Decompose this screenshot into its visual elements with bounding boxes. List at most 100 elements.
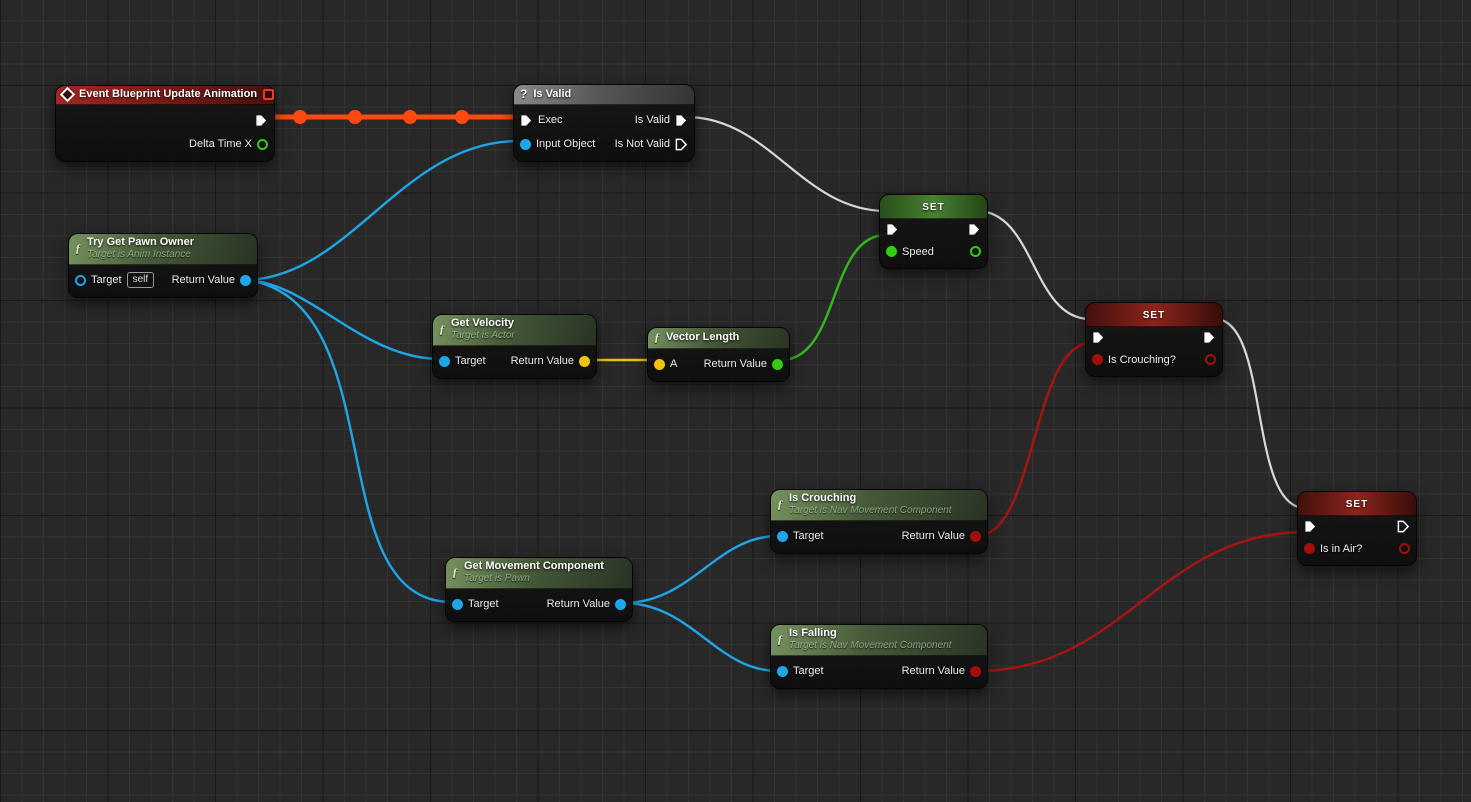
- pin-target[interactable]: Target: [439, 355, 486, 367]
- pin-value-out[interactable]: [970, 246, 981, 257]
- object-pin-icon[interactable]: [240, 274, 251, 286]
- bool-pin-icon[interactable]: [1205, 354, 1216, 365]
- pin-return-value[interactable]: Return Value: [902, 665, 981, 677]
- exec-pin-icon[interactable]: [886, 223, 899, 236]
- node-header[interactable]: ƒ Is Crouching Target is Nav Movement Co…: [771, 490, 987, 521]
- node-is-falling[interactable]: ƒ Is Falling Target is Nav Movement Comp…: [770, 624, 988, 689]
- node-try-get-pawn-owner[interactable]: ƒ Try Get Pawn Owner Target is Anim Inst…: [68, 233, 258, 298]
- event-diamond-icon: [59, 86, 76, 103]
- node-title: Event Blueprint Update Animation: [79, 88, 258, 100]
- pin-is-not-valid-out[interactable]: Is Not Valid: [615, 138, 688, 151]
- node-header[interactable]: ƒ Get Velocity Target is Actor: [433, 315, 596, 346]
- node-title: Get Velocity: [451, 317, 514, 329]
- pin-value-out[interactable]: [1205, 354, 1216, 365]
- pin-is-crouching[interactable]: Is Crouching?: [1092, 354, 1176, 366]
- node-get-velocity[interactable]: ƒ Get Velocity Target is Actor Target Re…: [432, 314, 597, 379]
- exec-pin-icon[interactable]: [675, 114, 688, 127]
- pin-exec-in[interactable]: [1304, 520, 1317, 533]
- exec-pin-icon[interactable]: [1304, 520, 1317, 533]
- object-pin-icon[interactable]: [777, 530, 788, 542]
- float-pin-icon[interactable]: [772, 358, 783, 370]
- node-title: Get Movement Component: [464, 560, 604, 572]
- float-pin-icon[interactable]: [886, 246, 897, 257]
- bool-pin-icon[interactable]: [1304, 543, 1315, 554]
- pin-exec-in[interactable]: [1092, 331, 1105, 344]
- object-pin-icon[interactable]: [520, 138, 531, 150]
- node-header[interactable]: SET: [1086, 303, 1222, 327]
- exec-pin-icon[interactable]: [1092, 331, 1105, 344]
- pin-label: Is in Air?: [1320, 542, 1363, 555]
- pin-label: Return Value: [171, 274, 235, 286]
- node-event-blueprint-update-animation[interactable]: Event Blueprint Update Animation Delta T…: [55, 85, 275, 162]
- pin-return-value[interactable]: Return Value: [547, 598, 626, 610]
- exec-pin-icon[interactable]: [520, 114, 533, 127]
- node-set-is-crouching[interactable]: SET Is Crouching?: [1085, 302, 1223, 377]
- object-pin-icon[interactable]: [452, 598, 463, 610]
- node-header[interactable]: ƒ Try Get Pawn Owner Target is Anim Inst…: [69, 234, 257, 265]
- node-header[interactable]: ƒ Is Falling Target is Nav Movement Comp…: [771, 625, 987, 656]
- exec-pin-icon[interactable]: [675, 138, 688, 151]
- float-pin-icon[interactable]: [257, 138, 268, 150]
- pin-exec-in[interactable]: [886, 223, 899, 236]
- node-header[interactable]: Event Blueprint Update Animation: [56, 86, 275, 105]
- node-is-valid[interactable]: ? Is Valid Exec Is Valid Input Object: [513, 84, 695, 162]
- function-icon: ƒ: [654, 330, 660, 344]
- wire-exec-setspeed-setcrouch: [976, 209, 1091, 321]
- pin-target[interactable]: Target: [777, 530, 824, 542]
- object-pin-icon[interactable]: [615, 598, 626, 610]
- node-title: SET: [922, 202, 945, 213]
- pin-exec-out[interactable]: [1203, 331, 1216, 344]
- pin-return-value[interactable]: Return Value: [172, 274, 251, 286]
- exec-pin-icon[interactable]: [968, 223, 981, 236]
- node-get-movement-component[interactable]: ƒ Get Movement Component Target is Pawn …: [445, 557, 633, 622]
- pin-speed[interactable]: Speed: [886, 246, 934, 258]
- function-icon: ƒ: [777, 632, 783, 646]
- node-vector-length[interactable]: ƒ Vector Length A Return Value: [647, 327, 790, 382]
- node-set-speed[interactable]: SET Speed: [879, 194, 988, 269]
- pin-value-out[interactable]: [1399, 543, 1410, 554]
- object-pin-icon[interactable]: [439, 355, 450, 367]
- object-pin-icon[interactable]: [777, 665, 788, 677]
- node-is-crouching[interactable]: ƒ Is Crouching Target is Nav Movement Co…: [770, 489, 988, 554]
- pin-exec-out[interactable]: [968, 223, 981, 236]
- self-default-value[interactable]: self: [126, 272, 155, 288]
- node-title: SET: [1345, 499, 1369, 510]
- node-header[interactable]: SET: [880, 195, 987, 219]
- pin-return-value[interactable]: Return Value: [511, 355, 590, 367]
- node-set-is-in-air[interactable]: SET Is in Air?: [1297, 491, 1417, 566]
- pin-exec-out[interactable]: [1397, 520, 1410, 533]
- pin-target[interactable]: Target self: [75, 272, 155, 288]
- exec-pin-icon[interactable]: [255, 114, 268, 127]
- pin-exec-in[interactable]: Exec: [520, 114, 562, 127]
- bool-pin-icon[interactable]: [1092, 354, 1103, 365]
- pin-return-value[interactable]: Return Value: [902, 530, 981, 542]
- pin-target[interactable]: Target: [777, 665, 824, 677]
- node-header[interactable]: ƒ Get Movement Component Target is Pawn: [446, 558, 632, 589]
- vector-pin-icon[interactable]: [654, 358, 665, 370]
- node-header[interactable]: ƒ Vector Length: [648, 328, 789, 349]
- node-header[interactable]: ? Is Valid: [514, 85, 694, 105]
- node-header[interactable]: SET: [1298, 492, 1416, 516]
- pin-target[interactable]: Target: [452, 598, 499, 610]
- pin-a[interactable]: A: [654, 358, 677, 370]
- vector-pin-icon[interactable]: [579, 355, 590, 367]
- object-pin-icon[interactable]: [75, 274, 86, 286]
- pin-is-in-air[interactable]: Is in Air?: [1304, 543, 1362, 555]
- exec-pin-icon[interactable]: [1397, 520, 1410, 533]
- bool-pin-icon[interactable]: [970, 665, 981, 677]
- pin-input-object[interactable]: Input Object: [520, 138, 595, 150]
- bool-pin-icon[interactable]: [1399, 543, 1410, 554]
- function-icon: ƒ: [439, 322, 445, 336]
- pin-return-value[interactable]: Return Value: [704, 358, 783, 370]
- exec-pin-icon[interactable]: [1203, 331, 1216, 344]
- pin-label: Target: [91, 274, 122, 286]
- pin-is-valid-out[interactable]: Is Valid: [635, 114, 688, 127]
- node-subtitle: Target is Nav Movement Component: [789, 640, 952, 651]
- pin-delta-time-x[interactable]: Delta Time X: [189, 138, 268, 150]
- pin-exec-out[interactable]: [255, 114, 268, 127]
- pin-label: Target: [468, 598, 499, 610]
- pin-label: Is Not Valid: [614, 138, 670, 150]
- float-pin-icon[interactable]: [970, 246, 981, 257]
- bool-pin-icon[interactable]: [970, 530, 981, 542]
